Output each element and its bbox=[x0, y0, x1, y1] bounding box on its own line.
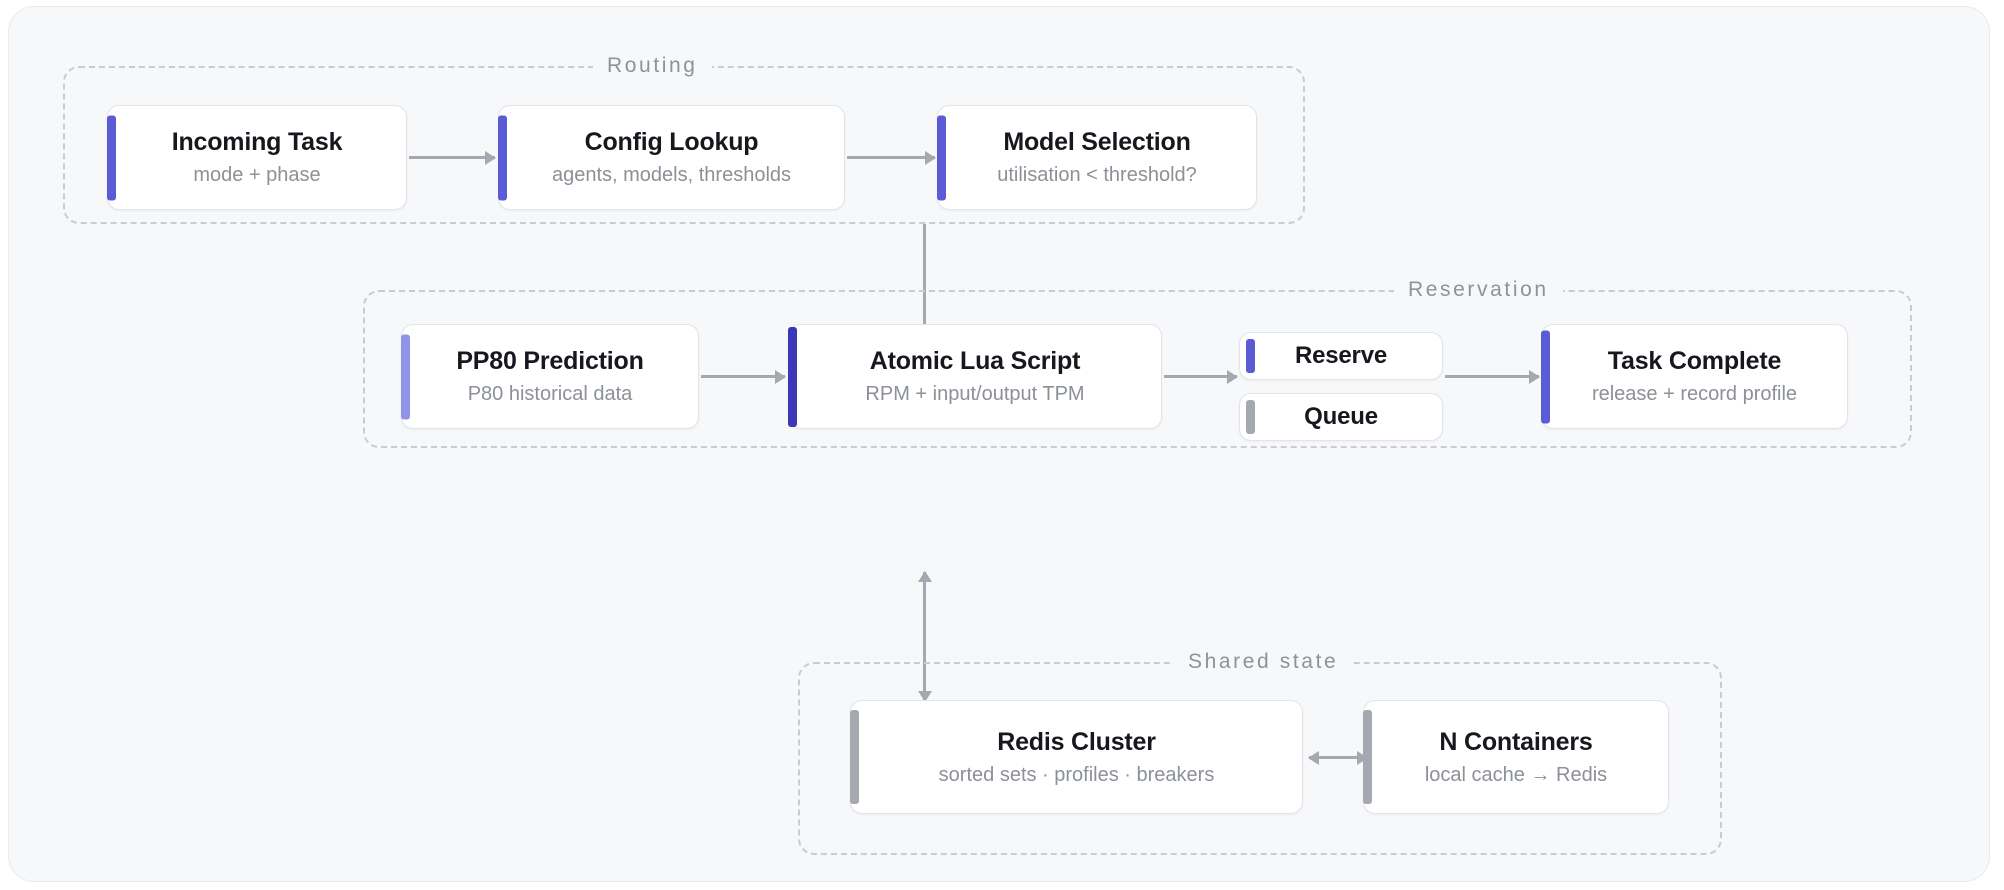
group-reservation-label: Reservation bbox=[1394, 278, 1563, 302]
edge-incoming-task-to-config-lookup bbox=[409, 156, 495, 159]
accent-bar-atomic-lua-script bbox=[788, 326, 797, 427]
node-title: N Containers bbox=[1439, 727, 1593, 756]
accent-bar-model-selection bbox=[937, 115, 946, 200]
node-subtitle: agents, models, thresholds bbox=[551, 164, 792, 186]
node-atomic-lua-script[interactable]: Atomic Lua Script RPM + input/output TPM bbox=[788, 324, 1162, 429]
node-subtitle: P80 historical data bbox=[467, 383, 633, 405]
node-subtitle: utilisation < threshold? bbox=[997, 164, 1197, 186]
edge-redis-cluster-to-n-containers bbox=[1309, 756, 1367, 759]
node-model-selection[interactable]: Model Selection utilisation < threshold? bbox=[937, 105, 1257, 210]
group-shared-state-label: Shared state bbox=[1174, 650, 1353, 674]
accent-bar-reserve bbox=[1246, 339, 1255, 373]
diagram-canvas: Routing Incoming Task mode + phase Confi… bbox=[8, 6, 1990, 882]
group-routing: Routing bbox=[63, 54, 1305, 224]
node-queue[interactable]: Queue bbox=[1239, 393, 1443, 441]
node-title: Atomic Lua Script bbox=[869, 347, 1081, 375]
accent-bar-task-complete bbox=[1541, 330, 1550, 423]
accent-bar-redis-cluster bbox=[850, 710, 859, 804]
node-title: Task Complete bbox=[1607, 347, 1782, 375]
edge-pp80-to-atomic-lua bbox=[701, 375, 785, 378]
node-subtitle: RPM + input/output TPM bbox=[865, 383, 1085, 405]
edge-reservation-to-redis-cluster bbox=[923, 572, 926, 701]
node-incoming-task[interactable]: Incoming Task mode + phase bbox=[107, 105, 407, 210]
accent-bar-config-lookup bbox=[498, 115, 507, 200]
accent-bar-incoming-task bbox=[107, 115, 116, 200]
accent-bar-pp80-prediction bbox=[401, 334, 410, 419]
node-config-lookup[interactable]: Config Lookup agents, models, thresholds bbox=[498, 105, 845, 210]
node-subtitle: local cache → Redis bbox=[1424, 763, 1608, 786]
node-title: PP80 Prediction bbox=[456, 347, 644, 375]
node-title: Reserve bbox=[1294, 341, 1387, 369]
edge-atomic-lua-to-reserve bbox=[1164, 375, 1237, 378]
node-task-complete[interactable]: Task Complete release + record profile bbox=[1541, 324, 1848, 429]
edge-config-lookup-to-model-selection bbox=[847, 156, 935, 159]
group-routing-label: Routing bbox=[593, 54, 712, 78]
node-title: Queue bbox=[1304, 402, 1378, 430]
edge-reserve-to-task-complete bbox=[1445, 375, 1539, 378]
node-title: Config Lookup bbox=[584, 128, 759, 156]
node-title: Incoming Task bbox=[171, 128, 343, 156]
node-pp80-prediction[interactable]: PP80 Prediction P80 historical data bbox=[401, 324, 699, 429]
group-reservation: Reservation bbox=[363, 278, 1912, 448]
accent-bar-queue bbox=[1246, 400, 1255, 434]
node-subtitle: sorted sets · profiles · breakers bbox=[938, 763, 1215, 786]
accent-bar-n-containers bbox=[1363, 710, 1372, 804]
node-subtitle: release + record profile bbox=[1591, 383, 1798, 405]
group-shared-state: Shared state bbox=[798, 650, 1722, 855]
node-reserve[interactable]: Reserve bbox=[1239, 332, 1443, 380]
node-title: Model Selection bbox=[1003, 128, 1191, 156]
edge-routing-to-atomic-lua bbox=[923, 224, 926, 335]
node-redis-cluster[interactable]: Redis Cluster sorted sets · profiles · b… bbox=[850, 700, 1303, 814]
node-title: Redis Cluster bbox=[997, 727, 1156, 756]
node-n-containers[interactable]: N Containers local cache → Redis bbox=[1363, 700, 1669, 814]
node-subtitle: mode + phase bbox=[193, 164, 321, 186]
